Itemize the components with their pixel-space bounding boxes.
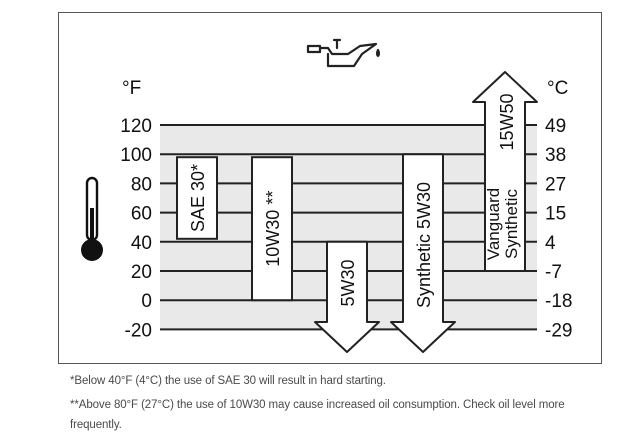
- fahrenheit-tick-label: 80: [131, 174, 152, 195]
- oil-bars: SAE 30* 10W30 ** 5W30 Synthetic 5W30 15W50Va…: [176, 71, 538, 353]
- tick-labels: 120 49 100 38 80 27 60 15 40 4 20 -7 0 -18 -20 -29: [120, 116, 572, 341]
- oil-can-icon: [306, 38, 381, 68]
- vanguard-15w50-arrow: [472, 71, 538, 272]
- celsius-tick-label: 27: [545, 174, 566, 195]
- fahrenheit-tick-label: 0: [141, 291, 152, 312]
- celsius-tick-label: 49: [545, 116, 566, 137]
- celsius-tick-label: -18: [545, 291, 572, 312]
- celsius-tick-label: 4: [545, 233, 556, 254]
- 5w30-label: 5W30: [338, 259, 358, 306]
- fahrenheit-tick-label: 60: [131, 204, 152, 225]
- synthetic-label: Synthetic: [502, 189, 521, 259]
- fahrenheit-tick-label: 100: [120, 145, 152, 166]
- celsius-unit-label: °C: [547, 78, 568, 99]
- fahrenheit-tick-label: 120: [120, 116, 152, 137]
- celsius-tick-label: -29: [545, 320, 572, 341]
- 10w30-bar: [251, 156, 293, 302]
- vanguard-label: Vanguard: [484, 188, 503, 260]
- footnote-10w30: **Above 80°F (27°C) the use of 10W30 may…: [70, 399, 565, 411]
- 15w50-label: 15W50: [497, 93, 517, 150]
- fahrenheit-tick-label: 40: [131, 233, 152, 254]
- sae30-bar: [176, 156, 218, 240]
- celsius-tick-label: 38: [545, 145, 566, 166]
- fahrenheit-unit-label: °F: [122, 78, 141, 99]
- celsius-tick-label: 15: [545, 204, 566, 225]
- sae30-label: SAE 30*: [188, 164, 208, 232]
- fahrenheit-tick-label: -20: [125, 320, 152, 341]
- synthetic-5w30-arrow: [390, 153, 456, 353]
- 5w30-arrow: [314, 240, 380, 353]
- 10w30-label: 10W30 **: [263, 191, 283, 267]
- fahrenheit-tick-label: 20: [131, 262, 152, 283]
- synthetic-5w30-label: Synthetic 5W30: [414, 182, 434, 308]
- footnote-sae30: *Below 40°F (4°C) the use of SAE 30 will…: [70, 375, 386, 387]
- celsius-tick-label: -7: [545, 262, 562, 283]
- footnote-10w30-continued: frequently.: [70, 419, 122, 431]
- thermometer-icon: [81, 176, 103, 261]
